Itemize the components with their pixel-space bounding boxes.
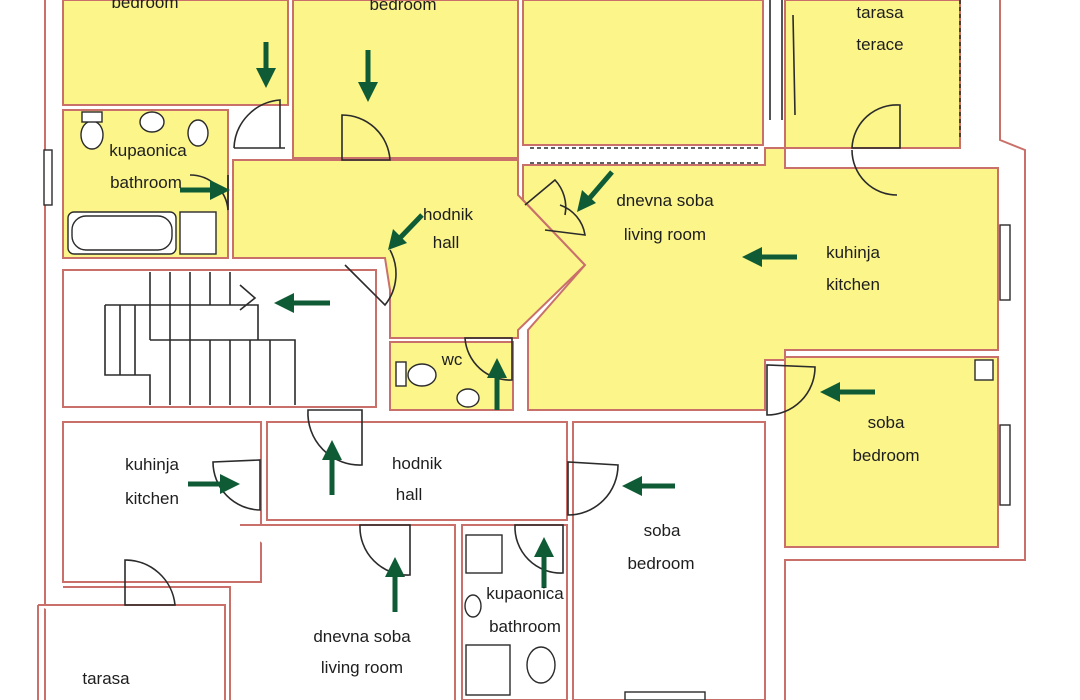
room-bedroom-top-center [292,0,519,159]
label-bedroom-lower-line2: bedroom [627,554,694,573]
label-kitchen-right-line1: kuhinja [826,243,880,262]
label-hall-upper-line1: hodnik [423,205,474,224]
room-hall-lower [266,421,568,521]
arrow-stairs [274,293,330,313]
door-hall-stairs[interactable] [344,249,397,307]
label-living-lower-line2: living room [321,658,403,677]
room-bedroom-lower [572,421,766,700]
door-bedroom-top-left[interactable] [233,99,285,149]
room-terrace-bottom [37,604,226,700]
arrow-living-upper [577,170,614,212]
room-kitchen-left [62,421,262,583]
label-bedroom-right-line2: bedroom [852,446,919,465]
arrow-hall-lower [322,440,342,495]
arrow-bedroom-top-center [358,50,378,102]
label-bedroom-lower-line1: soba [644,521,681,540]
label-wc: wc [441,350,463,369]
door-terrace-swing[interactable] [851,149,898,196]
arrow-kitchen-left [188,474,240,494]
label-living-upper-line1: dnevna soba [616,191,714,210]
door-bedroom-right[interactable] [766,364,816,416]
bath-fixtures-lower [464,534,556,696]
room-bedroom-top-left [62,0,289,106]
chimney-marker [974,359,994,381]
door-terrace[interactable] [851,104,901,149]
room-bedroom-right [784,356,999,548]
arrow-hall-upper [388,213,424,250]
door-bathroom-lower[interactable] [514,524,564,574]
room-living-lower [63,524,456,700]
arrow-bathroom-lower [534,537,554,588]
room-terrace-top [784,0,961,149]
arrow-bathroom-upper [180,180,230,200]
door-kitchen-left[interactable] [212,459,261,511]
outer-wall [44,0,1026,700]
label-living-upper-line2: living room [624,225,706,244]
label-bathroom-upper-line1: kupaonica [109,141,187,160]
label-living-lower-line1: dnevna soba [313,627,411,646]
staircase [104,272,296,405]
sliding-door [769,0,796,120]
arrow-bedroom-lower [622,476,675,496]
label-terrace-top-line2: terace [856,35,903,54]
door-living-lower[interactable] [359,524,411,576]
label-kitchen-left-line1: kuhinja [125,455,179,474]
label-hall-lower-line2: hall [396,485,422,504]
room-hall-upper [232,159,587,339]
room-living-upper [522,147,999,411]
label-hall-upper-line2: hall [433,233,459,252]
label-bathroom-lower-line1: kupaonica [486,584,564,603]
label-terrace-top-line1: tarasa [856,3,904,22]
label-bathroom-upper-line2: bathroom [110,173,182,192]
label-bathroom-lower-line2: bathroom [489,617,561,636]
door-bedroom-top-center[interactable] [341,114,391,161]
label-terrace-bottom: tarasa [82,669,130,688]
door-bedroom-lower[interactable] [567,461,619,516]
label-kitchen-right-line2: kitchen [826,275,880,294]
door-terrace-bottom[interactable] [124,559,176,606]
arrow-wc [487,358,507,410]
stair-area [62,269,377,408]
terrace-rail [530,0,961,164]
room-top-center-right [522,0,764,146]
label-bedroom-right-line1: soba [868,413,905,432]
wc-fixtures [395,361,480,408]
bath-fixtures-upper [67,111,217,255]
door-wc[interactable] [464,337,513,381]
arrow-living-lower [385,557,405,612]
label-kitchen-left-line2: kitchen [125,489,179,508]
label-bedroom-top-center: bedroom [369,0,436,14]
windows [43,149,1011,700]
arrow-bedroom-top-left [256,42,276,88]
label-bedroom-top-left: bedroom [111,0,178,12]
door-living-upper[interactable] [524,178,586,236]
arrow-kitchen-right [742,247,797,267]
arrow-bedroom-right [820,382,875,402]
label-hall-lower-line1: hodnik [392,454,443,473]
